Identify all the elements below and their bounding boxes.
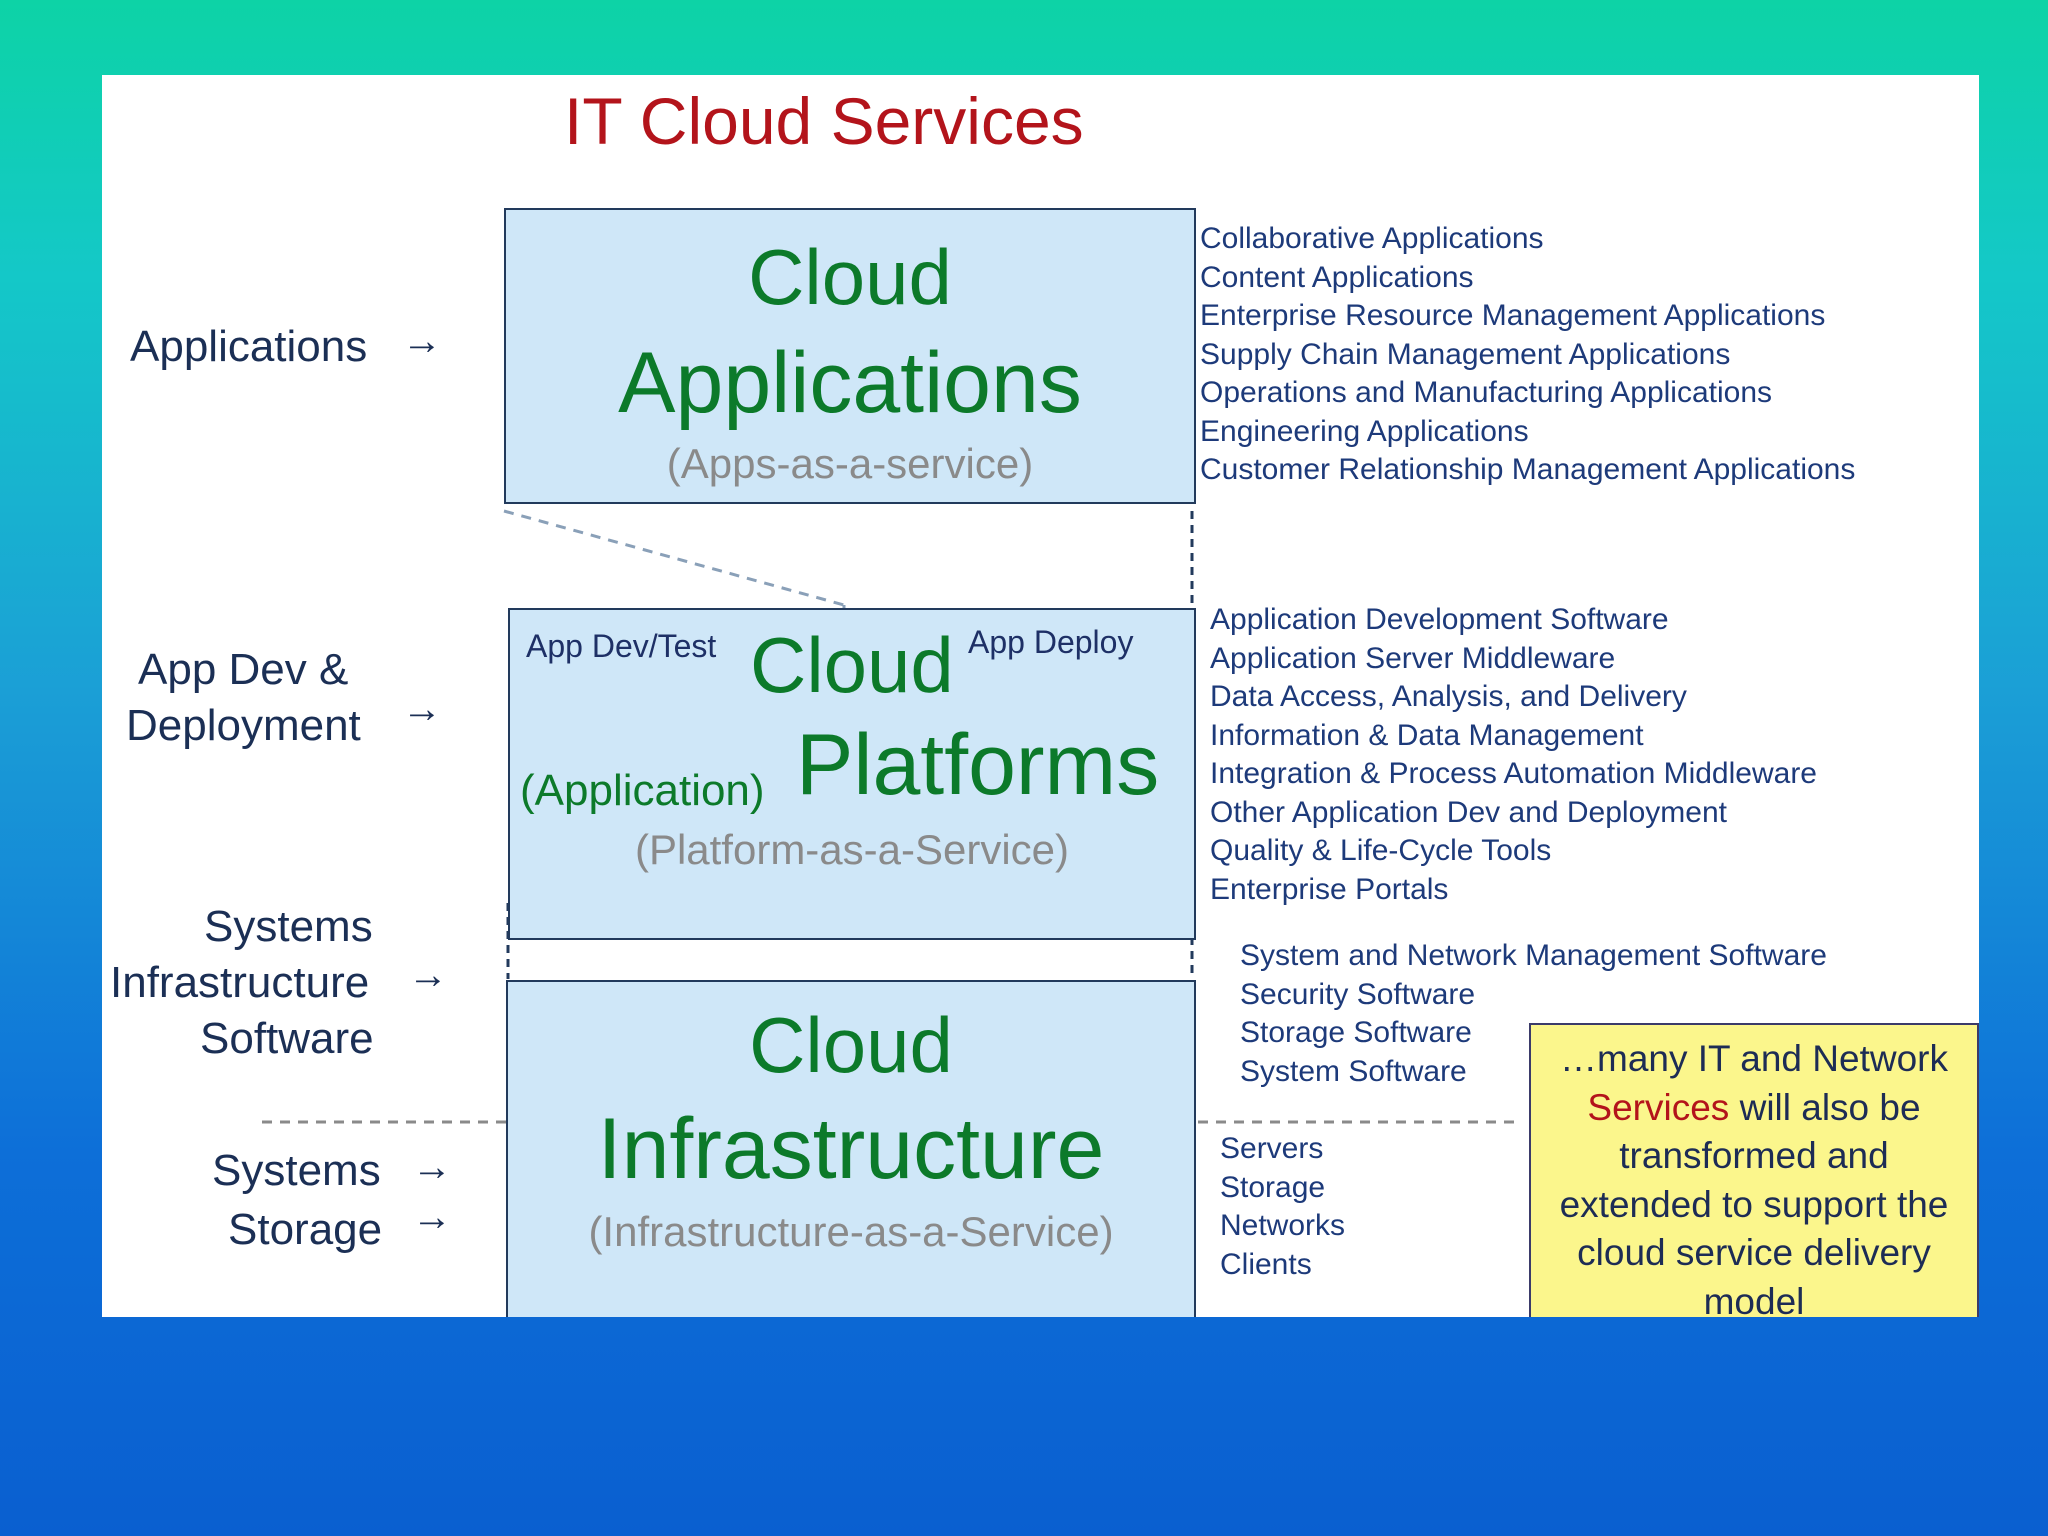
arrow-applications-icon: → [402,319,442,363]
list-item: Application Development Software [1210,603,1669,636]
list-item: Integration & Process Automation Middlew… [1210,757,1817,790]
note-line-3: transformed and [1619,1135,1889,1176]
callout-note: …many IT and Network Services will also … [1529,1023,1979,1317]
list-item: Collaborative Applications [1200,222,1544,255]
list-item: Enterprise Portals [1210,872,1449,906]
note-line-2-rest: will also be [1729,1086,1921,1128]
list-item: Other Application Dev and Deployment [1210,795,1727,829]
cloud-infrastructure-line2: Infrastructure [597,1101,1105,1197]
arrow-app-dev-icon: → [402,687,442,731]
label-applications: Applications [130,322,368,371]
note-line-6: model [1703,1280,1805,1318]
label-systems-infra-3: Software [200,1014,374,1063]
list-item: System Software [1240,1054,1467,1088]
list-item: Customer Relationship Management Applica… [1200,453,1856,486]
note-line-4: extended to support the [1559,1183,1949,1225]
note-line-1: …many IT and Network [1560,1038,1948,1079]
label-systems: Systems [212,1146,381,1195]
applications-list: Collaborative Applications Content Appli… [1200,220,1855,490]
list-item: Networks [1220,1209,1346,1242]
arrow-systems-icon: → [412,1145,452,1189]
cloud-platforms-line1: Cloud [750,621,954,709]
list-item: Engineering Applications [1200,414,1529,448]
list-item: Servers [1220,1132,1324,1165]
list-item: Security Software [1240,977,1476,1011]
arrow-systems-infra-icon: → [408,953,448,997]
app-deploy-label: App Deploy [968,624,1134,660]
list-item: System and Network Management Software [1240,939,1827,972]
list-item: Application Server Middleware [1210,641,1616,675]
label-systems-infra-1: Systems [204,902,373,951]
list-item: Content Applications [1200,260,1474,294]
cloud-platforms-sub: (Platform-as-a-Service) [634,826,1070,873]
cloud-infrastructure-sub: (Infrastructure-as-a-Service) [588,1208,1114,1255]
list-item: Enterprise Resource Management Applicati… [1200,299,1826,332]
label-app-dev-1: App Dev & [138,645,349,694]
systems-list: Servers Storage Networks Clients [1220,1130,1345,1284]
cloud-applications-box: Cloud Applications (Apps-as-a-service) [504,208,1196,504]
list-item: Storage [1220,1170,1326,1204]
cloud-applications-sub: (Apps-as-a-service) [666,440,1034,487]
cloud-platforms-box: App Dev/Test App Deploy Cloud (Applicati… [508,608,1196,940]
note-line-2: Services will also be [1531,1084,1977,1133]
list-item: Information & Data Management [1210,718,1644,752]
list-item: Data Access, Analysis, and Delivery [1210,680,1687,713]
list-item: Operations and Manufacturing Application… [1200,376,1773,409]
label-storage: Storage [228,1205,383,1254]
app-dev-test-label: App Dev/Test [526,628,717,664]
note-line-5: cloud service delivery [1577,1232,1931,1273]
label-app-dev-2: Deployment [126,701,361,750]
slide: IT Cloud Services Cloud Applications (Ap… [102,75,1979,1317]
page-title: IT Cloud Services [564,84,1084,158]
cloud-platforms-line2: Platforms [796,717,1160,813]
label-systems-infra-2: Infrastructure [110,958,370,1007]
list-item: Supply Chain Management Applications [1200,337,1731,371]
list-item: Storage Software [1240,1016,1472,1049]
cloud-infrastructure-box: Cloud Infrastructure (Infrastructure-as-… [506,980,1196,1317]
arrow-storage-icon: → [412,1195,452,1239]
list-item: Quality & Life-Cycle Tools [1210,834,1552,867]
platforms-list: Application Development Software Applica… [1210,601,1817,909]
list-item: Clients [1220,1247,1312,1281]
note-services-highlight: Services [1587,1086,1730,1128]
cloud-applications-line1: Cloud [748,233,952,321]
cloud-infrastructure-line1: Cloud [749,1001,953,1089]
cloud-applications-line2: Applications [618,335,1082,431]
application-label: (Application) [520,766,765,815]
infra-software-list: System and Network Management Software S… [1240,937,1827,1091]
